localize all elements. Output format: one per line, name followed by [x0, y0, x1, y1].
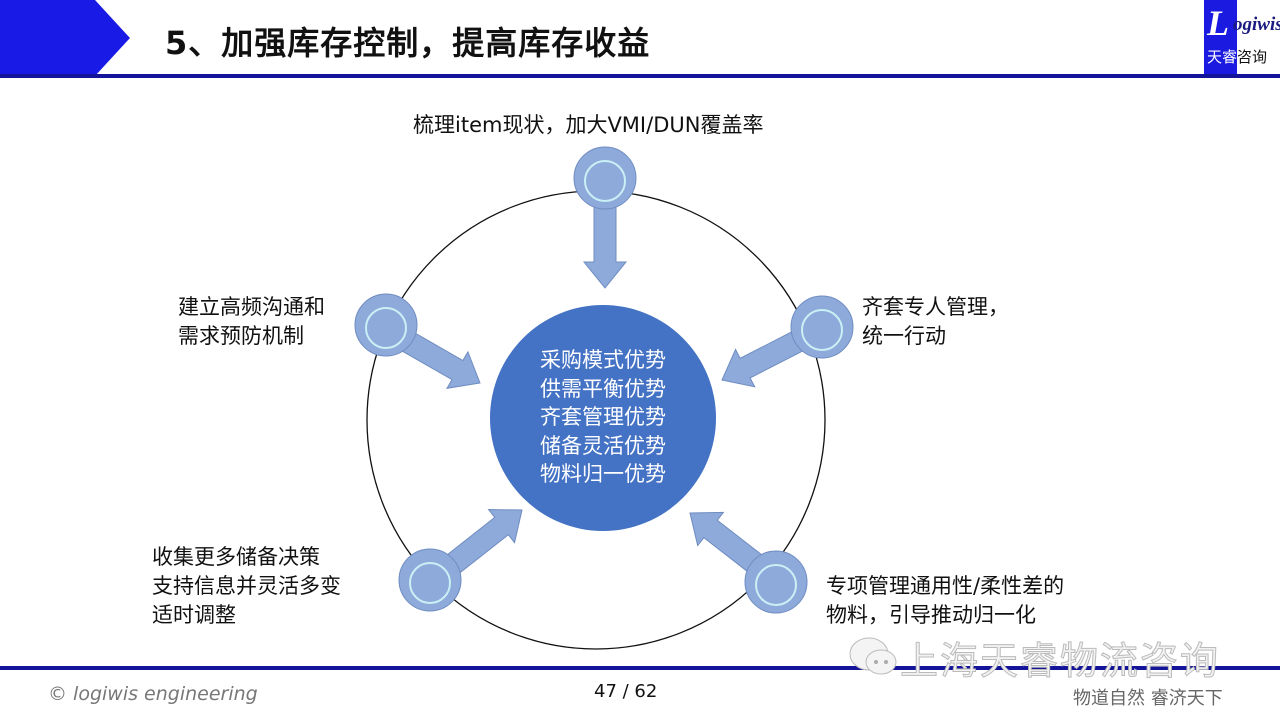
- label-bottom-left: 收集更多储备决策 支持信息并灵活多变 适时调整: [152, 543, 341, 630]
- node-circle: [354, 293, 418, 357]
- center-line: 物料归一优势: [540, 462, 666, 486]
- label-line: 收集更多储备决策: [152, 545, 320, 569]
- page-title: 5、加强库存控制，提高库存收益: [165, 24, 651, 62]
- node-circle: [744, 550, 808, 614]
- node-circle: [573, 146, 637, 210]
- center-line: 采购模式优势: [540, 348, 666, 372]
- header-chevron: [0, 0, 130, 76]
- label-top: 梳理item现状，加大VMI/DUN覆盖率: [413, 111, 763, 140]
- arrow: [721, 329, 806, 388]
- label-right: 齐套专人管理， 统一行动: [862, 293, 1009, 351]
- logo-cn-b: 咨询: [1237, 48, 1268, 66]
- arrow: [444, 509, 523, 575]
- label-line: 齐套专人管理，: [862, 295, 1009, 319]
- label-bottom-right: 专项管理通用性/柔性差的 物料，引导推动归一化: [826, 572, 1064, 630]
- logo-cn: 天睿咨询: [1207, 46, 1267, 67]
- label-line: 梳理item现状，加大VMI/DUN覆盖率: [413, 113, 764, 137]
- header-divider: [0, 74, 1280, 78]
- center-text: 采购模式优势 供需平衡优势 齐套管理优势 储备灵活优势 物料归一优势: [490, 346, 716, 489]
- label-line: 建立高频沟通和: [178, 295, 325, 319]
- logo-block: [1204, 0, 1237, 74]
- wechat-icon: [849, 637, 897, 675]
- center-line: 供需平衡优势: [540, 376, 666, 401]
- arrow: [582, 204, 628, 289]
- label-line: 专项管理通用性/柔性差的: [826, 574, 1065, 598]
- label-left: 建立高频沟通和 需求预防机制: [178, 293, 325, 351]
- label-line: 统一行动: [862, 324, 946, 348]
- copyright: © logiwis engineering: [48, 683, 258, 705]
- watermark: 上海天睿物流咨询: [899, 639, 1221, 684]
- label-line: 适时调整: [152, 603, 236, 627]
- logo-initial: L: [1207, 3, 1229, 43]
- slogan: 物道自然 睿济天下: [1073, 688, 1223, 709]
- logo-text: ogiwis: [1233, 14, 1280, 35]
- node-circle: [790, 295, 854, 359]
- footer-divider: [0, 666, 1280, 670]
- center-line: 储备灵活优势: [540, 433, 666, 458]
- label-line: 需求预防机制: [178, 324, 304, 348]
- label-line: 物料，引导推动归一化: [826, 603, 1036, 627]
- logo-cn-a: 天睿: [1207, 48, 1238, 66]
- center-line: 齐套管理优势: [540, 405, 666, 429]
- center-circle: [490, 305, 716, 531]
- page-number: 47 / 62: [594, 681, 658, 702]
- label-line: 支持信息并灵活多变: [152, 574, 341, 598]
- arrow: [689, 511, 765, 575]
- arrow: [398, 329, 481, 389]
- node-circle: [398, 548, 462, 612]
